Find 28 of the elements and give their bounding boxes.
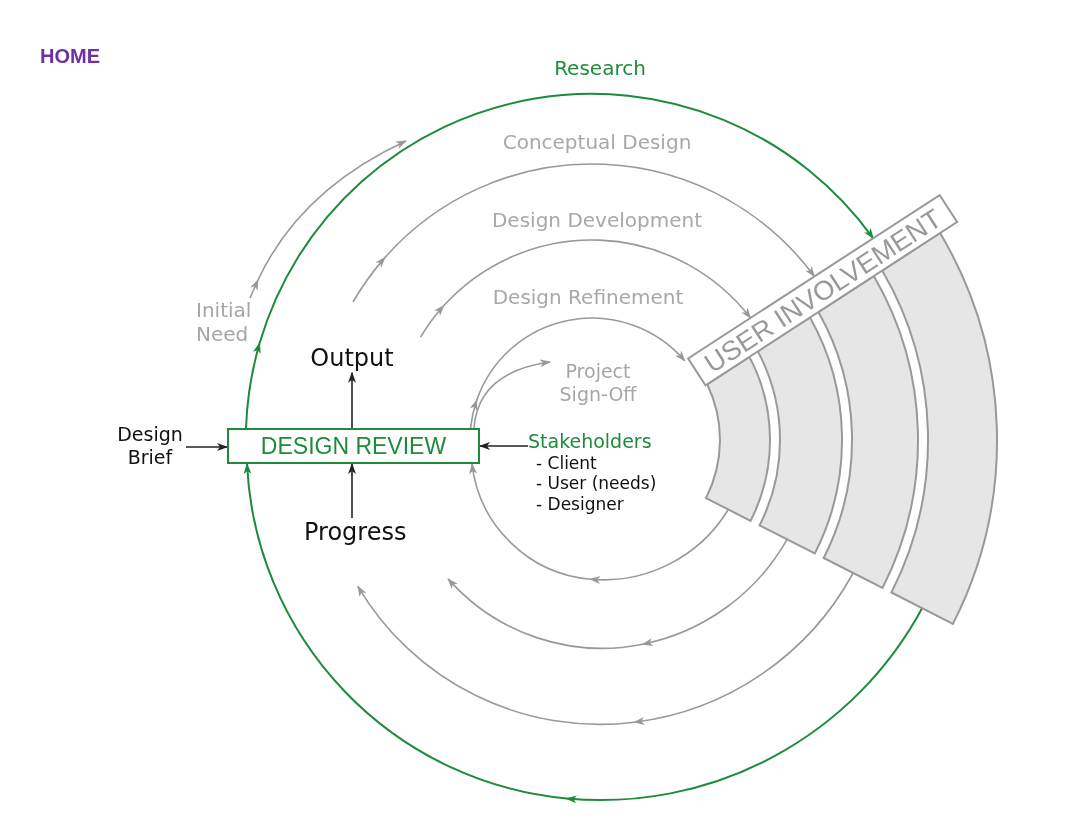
step-label: Initial Need [196, 298, 260, 346]
group-heading: Stakeholders [528, 430, 653, 453]
cycle-arrow [352, 163, 816, 303]
cycle-arrow [469, 317, 686, 429]
edge-label: Research [554, 56, 646, 80]
list-item: - Client [535, 452, 598, 474]
arrow [185, 443, 228, 451]
arrow [348, 463, 356, 519]
input-label: Design Brief [114, 423, 186, 469]
cycle-arrow [447, 538, 788, 650]
arrow [479, 442, 529, 450]
page-title: HOME [40, 44, 100, 68]
list-item: - Designer [535, 493, 625, 514]
arrow [348, 371, 356, 429]
progress-label: Progress [304, 518, 406, 547]
arrow [473, 359, 551, 429]
edge-label: Design Refinement [492, 285, 684, 309]
step-label: Project Sign-Off [550, 360, 646, 406]
cycle-arrow [245, 92, 875, 429]
output-label: Output [304, 344, 400, 373]
review-box: DESIGN REVIEW [227, 428, 480, 464]
list-item: - User (needs) [535, 473, 658, 494]
cycle-arrow [357, 572, 854, 726]
cycle-arrow [419, 239, 752, 338]
cycle-arrow [469, 463, 730, 584]
edge-label: Conceptual Design [502, 130, 692, 154]
arrow [249, 140, 407, 299]
cycle-arrow [243, 463, 924, 803]
